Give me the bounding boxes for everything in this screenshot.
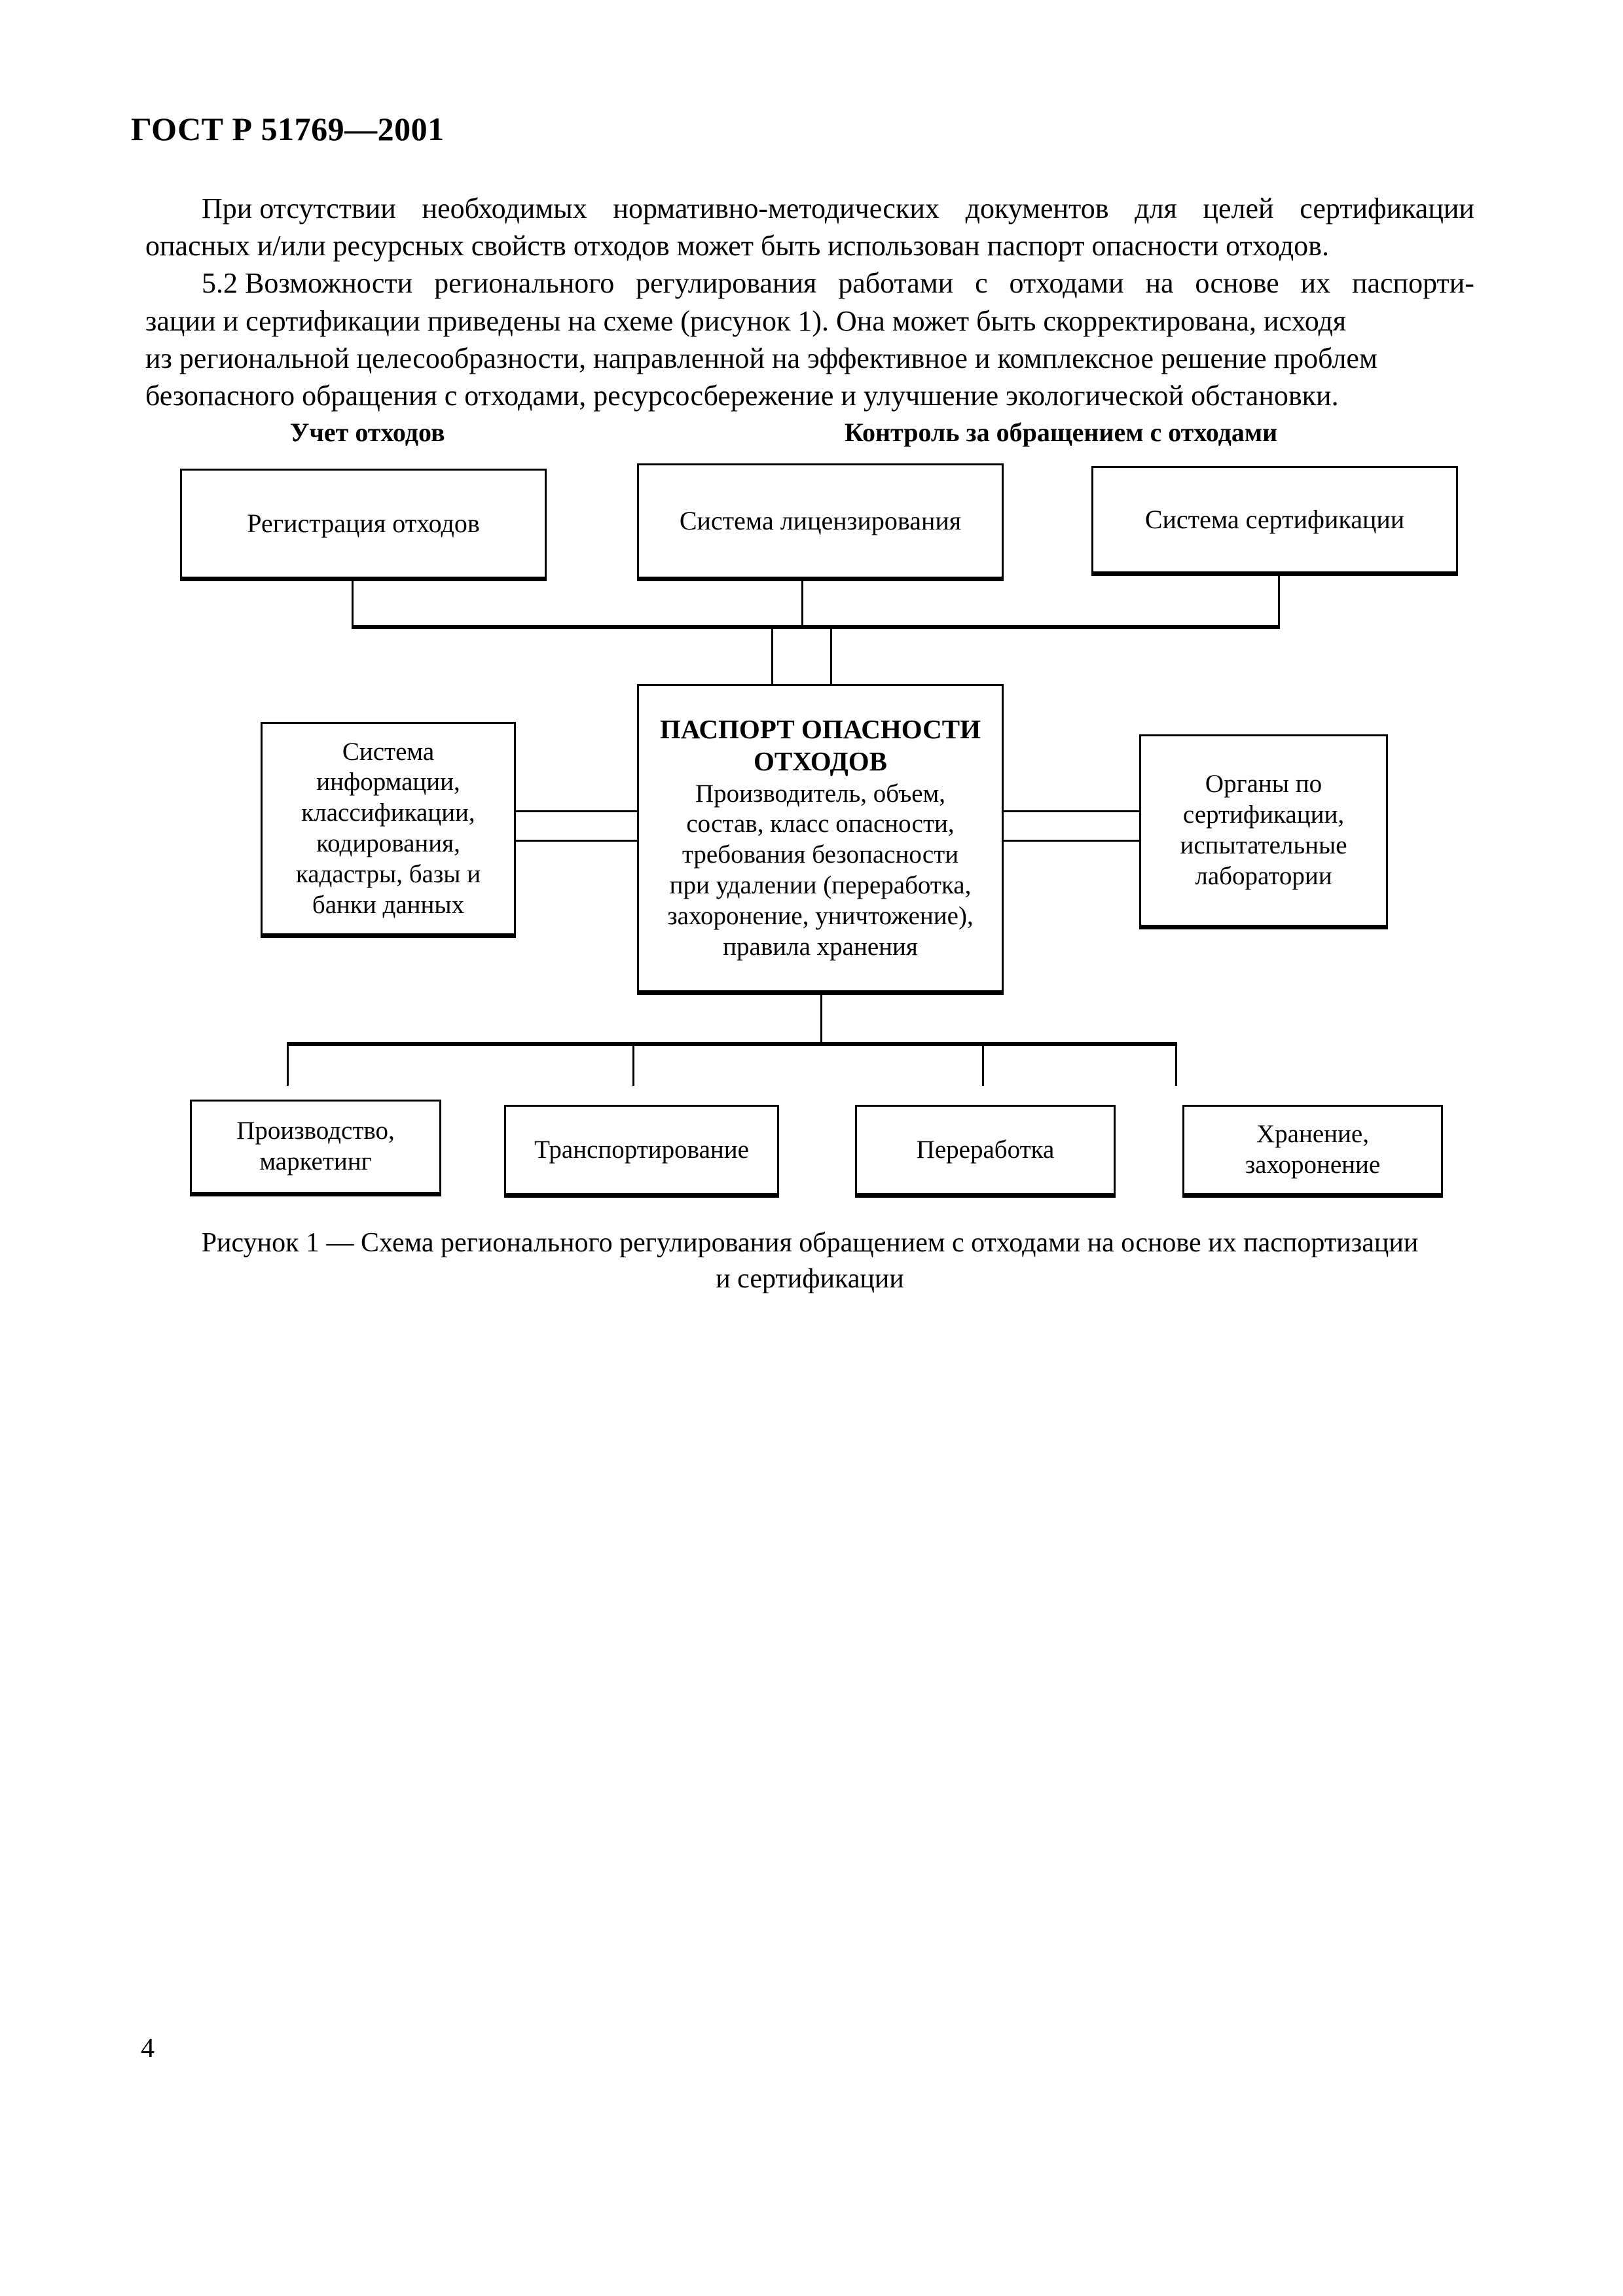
- node-certification-bodies-text: Органы по сертификации, испытательные ла…: [1180, 770, 1347, 890]
- connector-registration-drop: [352, 580, 354, 627]
- paragraph-2-line-1: 5.2 Возможности регионального регулирова…: [202, 267, 1474, 300]
- connector-center-to-bottom-bus: [820, 995, 822, 1045]
- node-waste-hazard-passport: ПАСПОРТ ОПАСНОСТИ ОТХОДОВ Производитель,…: [637, 684, 1004, 995]
- paragraph-1: При отсутствии необходимых нормативно-ме…: [145, 190, 1474, 264]
- connector-bus-to-storage: [1175, 1044, 1177, 1086]
- node-waste-hazard-passport-text: ПАСПОРТ ОПАСНОСТИ ОТХОДОВ Производитель,…: [659, 713, 981, 961]
- connector-certification-drop: [1278, 575, 1280, 627]
- column-header-waste-handling-control: Контроль за обращением с отходами: [845, 418, 1278, 447]
- connector-top-bus: [352, 625, 1280, 629]
- connector-bus-to-center-right: [830, 627, 832, 687]
- paragraph-1-line-1: При отсутствии необходимых нормативно-ме…: [202, 192, 1474, 224]
- connector-bus-to-processing: [982, 1044, 984, 1086]
- node-processing: Переработка: [855, 1105, 1116, 1198]
- page-number: 4: [141, 2034, 155, 2064]
- node-licensing-system: Система лицензирования: [637, 463, 1004, 581]
- node-information-classification-system: Система информации, классификации, кодир…: [261, 722, 516, 938]
- node-information-classification-text: Система информации, классификации, кодир…: [295, 737, 481, 919]
- node-production-marketing: Производство, маркетинг: [190, 1100, 441, 1196]
- body-text-block: При отсутствии необходимых нормативно-ме…: [145, 190, 1474, 414]
- connector-center-to-right-lower: [1002, 840, 1140, 842]
- node-storage-burial-text: Хранение, захоронение: [1245, 1120, 1381, 1179]
- paragraph-2-line-2: зации и сертификации приведены на схеме …: [145, 304, 1347, 337]
- connector-bus-to-center-left: [771, 627, 773, 687]
- node-transportation-text: Транспортирование: [534, 1135, 749, 1164]
- connector-licensing-drop: [801, 580, 803, 627]
- figure-1-caption: Рисунок 1 — Схема регионального регулиро…: [145, 1225, 1474, 1298]
- node-production-marketing-text: Производство, маркетинг: [236, 1117, 395, 1175]
- node-storage-burial: Хранение, захоронение: [1182, 1105, 1443, 1198]
- paragraph-2-line-4: безопасного обращения с отходами, ресурс…: [145, 379, 1339, 412]
- node-transportation: Транспортирование: [504, 1105, 779, 1198]
- connector-center-to-right-upper: [1002, 810, 1140, 812]
- paragraph-2-line-3: из региональной целесообразности, направ…: [145, 342, 1377, 374]
- connector-bus-to-transport: [632, 1044, 634, 1086]
- connector-bus-to-production: [287, 1044, 289, 1086]
- figure-1-caption-line-2: и сертификации: [716, 1264, 904, 1295]
- node-waste-registration: Регистрация отходов: [180, 469, 547, 581]
- connector-bottom-bus: [287, 1042, 1177, 1046]
- paragraph-2: 5.2 Возможности регионального регулирова…: [145, 264, 1474, 414]
- document-header-standard-number: ГОСТ Р 51769—2001: [131, 111, 445, 147]
- node-certification-bodies-laboratories: Органы по сертификации, испытательные ла…: [1139, 734, 1388, 929]
- column-header-waste-accounting: Учет отходов: [290, 418, 445, 447]
- connector-left-to-center-upper: [515, 810, 639, 812]
- connector-left-to-center-lower: [515, 840, 639, 842]
- figure-1-caption-line-1: Рисунок 1 — Схема регионального регулиро…: [201, 1228, 1419, 1258]
- node-certification-system: Система сертификации: [1091, 466, 1458, 576]
- node-processing-text: Переработка: [916, 1135, 1055, 1164]
- paragraph-1-line-2: опасных и/или ресурсных свойств отходов …: [145, 230, 1329, 262]
